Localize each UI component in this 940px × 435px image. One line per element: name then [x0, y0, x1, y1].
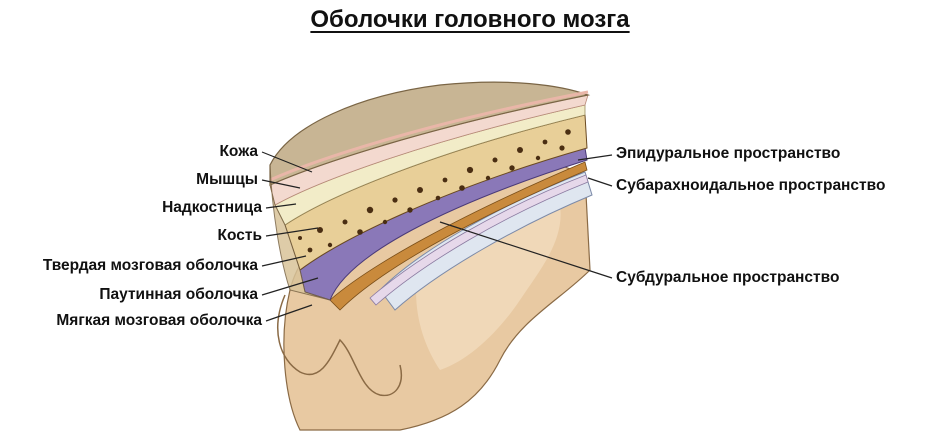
label-epidural-space: Эпидуральное пространство [616, 145, 841, 162]
bone-pores [298, 129, 571, 253]
left-cut-face [269, 164, 331, 301]
leader-lines [261, 151, 613, 322]
brain-gyri [277, 294, 402, 397]
pia-layer [369, 174, 589, 306]
label-skin: Кожа [219, 143, 258, 160]
arachnoid-layer [329, 161, 588, 311]
label-subarachnoid-space: Субарахноидальное пространство [616, 177, 886, 194]
subarachnoid-web [379, 171, 593, 311]
label-muscles: Мышцы [196, 171, 258, 188]
skin-edge [269, 90, 589, 182]
label-dura-mater: Твердая мозговая оболочка [42, 257, 258, 274]
label-arachnoid-mater: Паутинная оболочка [99, 286, 258, 303]
page-title: Оболочки головного мозга [310, 6, 630, 33]
label-subdural-space: Субдуральное пространство [616, 269, 840, 286]
label-periosteum: Надкостница [162, 199, 262, 216]
label-pia-mater: Мягкая мозговая оболочка [56, 312, 262, 329]
label-bone: Кость [217, 227, 262, 244]
